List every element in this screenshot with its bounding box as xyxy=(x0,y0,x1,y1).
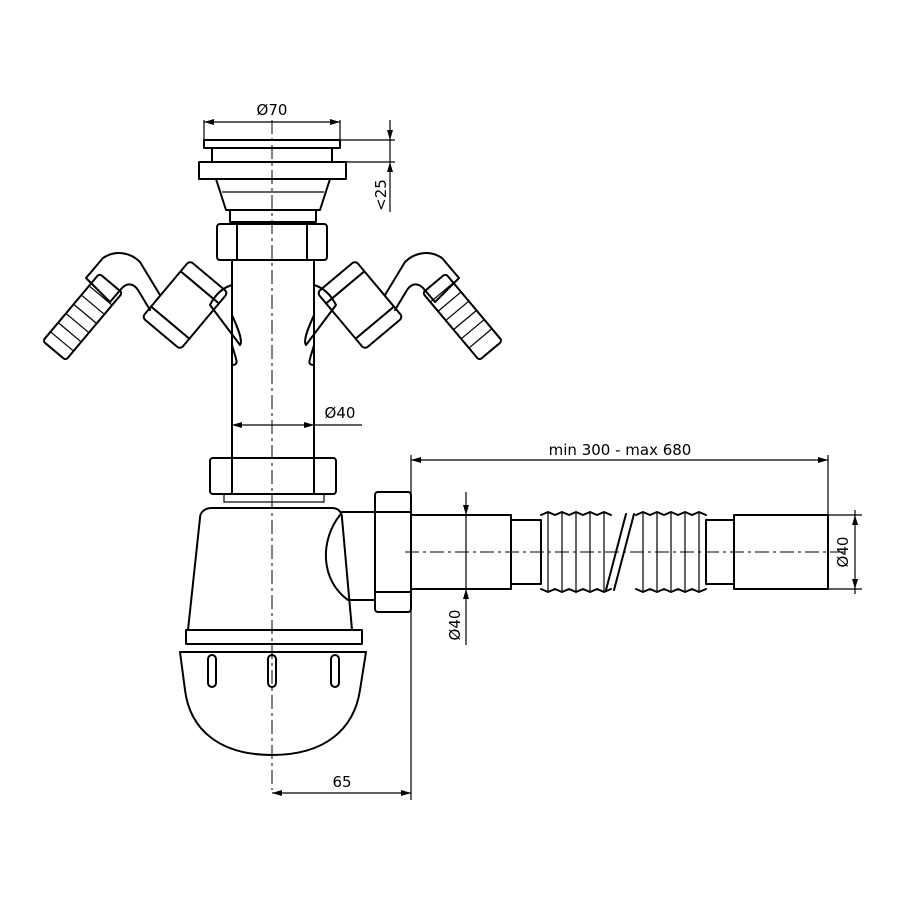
left-branch xyxy=(142,261,228,349)
right-branch xyxy=(317,261,403,349)
bottle-trap-body xyxy=(179,507,376,756)
dimension-hose-length: min 300 - max 680 xyxy=(410,441,829,515)
drain-strainer xyxy=(198,139,347,223)
dimension-label-offset: 65 xyxy=(332,773,351,791)
dimension-outlet-diameter-right: Ø40 xyxy=(828,510,862,594)
dimension-offset: 65 xyxy=(272,594,412,800)
dimension-max-height: <25 xyxy=(340,120,395,212)
left-hose-connector xyxy=(43,273,123,361)
dimension-label-max-height: <25 xyxy=(372,179,390,211)
dimension-top-diameter: Ø70 xyxy=(203,101,341,140)
dimension-label-tube-diameter: Ø40 xyxy=(325,404,356,422)
upper-nut xyxy=(216,223,328,261)
lower-nut xyxy=(209,457,337,503)
dimension-label-top-diameter: Ø70 xyxy=(257,101,288,119)
right-elbow xyxy=(384,252,460,311)
dimension-tube-diameter: Ø40 xyxy=(232,404,362,428)
flexible-hose xyxy=(410,511,829,593)
dimension-outlet-diameter-left: Ø40 xyxy=(446,492,469,645)
dimension-label-hose-length: min 300 - max 680 xyxy=(549,441,692,459)
tee-branches xyxy=(209,284,337,366)
dimension-label-outlet-diameter-right: Ø40 xyxy=(834,537,852,568)
left-elbow xyxy=(85,252,161,311)
right-hose-connector xyxy=(422,273,502,361)
vertical-tube xyxy=(231,259,315,461)
dimension-label-outlet-diameter-left: Ø40 xyxy=(446,610,464,641)
